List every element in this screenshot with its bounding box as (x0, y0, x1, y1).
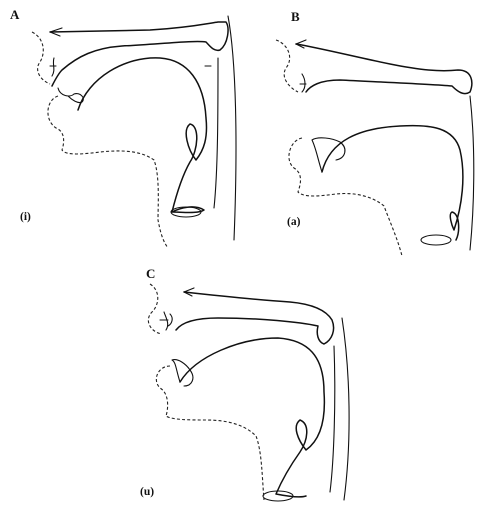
panel-a-palate (50, 22, 228, 86)
panel-c-pharynx-wall (342, 318, 349, 500)
panel-b-label: B (291, 9, 300, 25)
panel-b-caption: (a) (287, 216, 300, 228)
panel-a-drawing (32, 16, 236, 248)
panel-a-label: A (10, 7, 19, 23)
panel-a-pharynx-wall (228, 16, 236, 240)
panel-c-caption: (u) (140, 486, 154, 498)
panel-a-lips-jaw (32, 32, 168, 248)
panel-c-tongue (180, 338, 324, 497)
panel-b-larynx (421, 235, 451, 245)
panel-c-palate (176, 292, 334, 344)
panel-b-palate (296, 44, 472, 94)
panel-a-caption: (i) (20, 211, 31, 223)
panel-c-label: C (146, 266, 155, 282)
panel-b-drawing (276, 40, 474, 256)
panel-c-drawing (148, 284, 349, 501)
panel-a-tongue (78, 58, 207, 213)
panel-b-tongue (322, 126, 463, 240)
